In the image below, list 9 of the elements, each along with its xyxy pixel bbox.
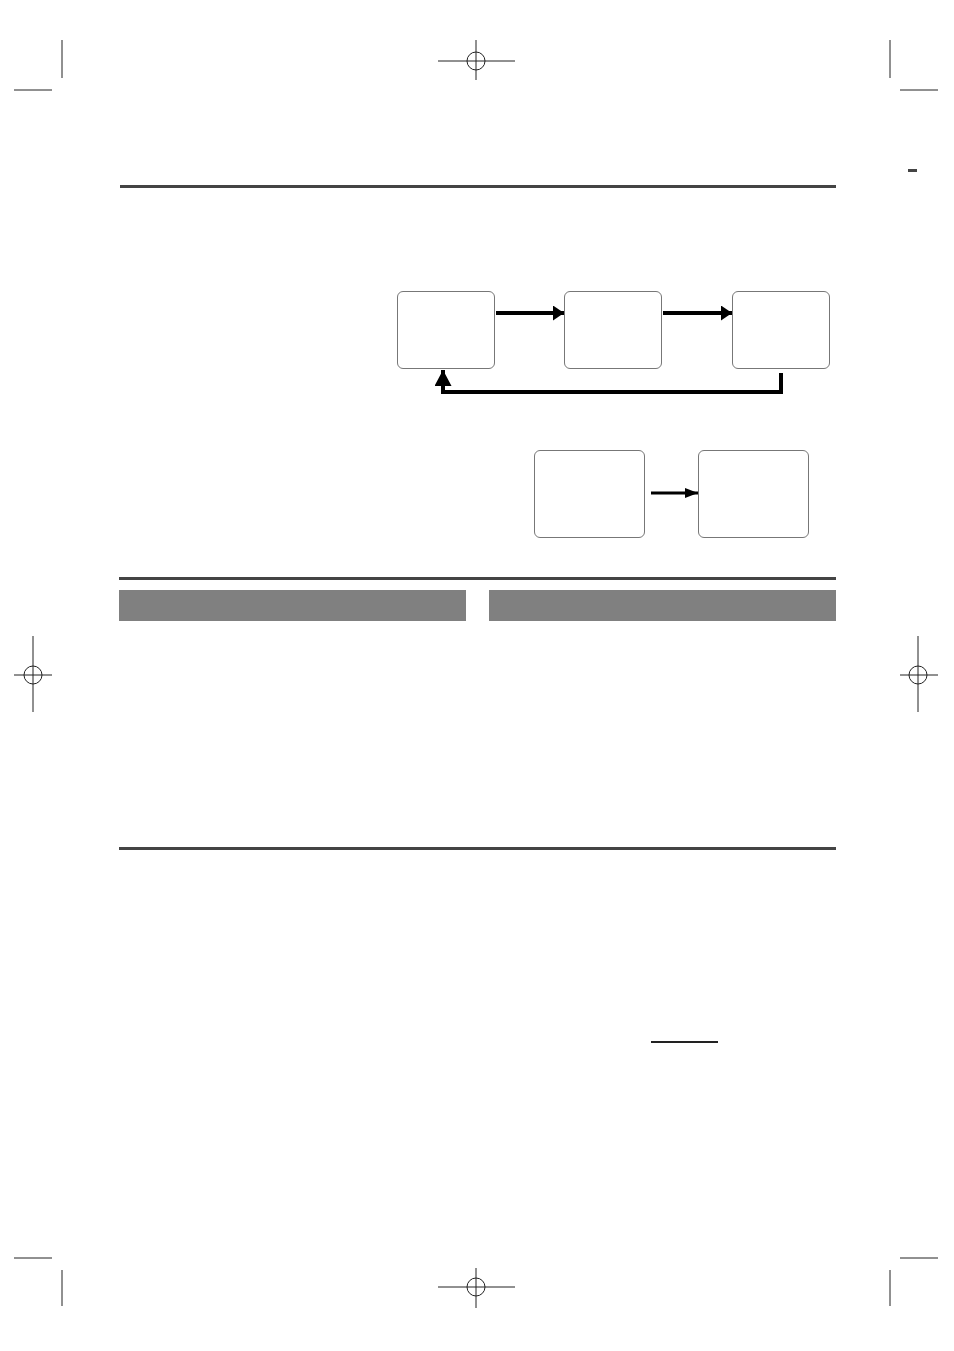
- screen-box: [564, 291, 662, 369]
- screen-box: [732, 291, 830, 369]
- screen-box: [534, 450, 645, 538]
- screen-box: [698, 450, 809, 538]
- screen-box: [397, 291, 495, 369]
- arrow: [651, 488, 698, 498]
- arrow: [496, 305, 564, 321]
- arrow: [663, 305, 732, 321]
- arrow: [434, 370, 783, 394]
